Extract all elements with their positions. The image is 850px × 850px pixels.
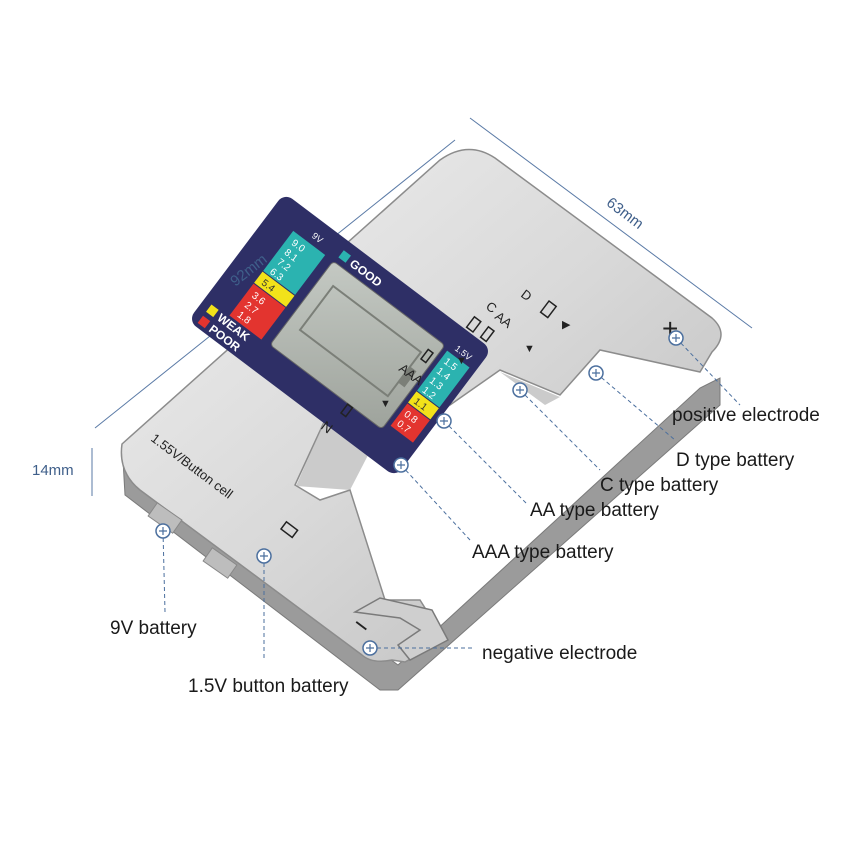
callout-aa-type: AA type battery (530, 500, 659, 521)
callout-c-type: C type battery (600, 475, 719, 496)
callout-d-type: D type battery (676, 450, 795, 471)
dimension-thickness-label: 14mm (32, 462, 74, 479)
callout-negative-electrode: negative electrode (482, 643, 638, 664)
callout-leaders (162, 337, 741, 660)
slot-n-icon (339, 403, 354, 418)
display-panel: GOOD WEAK POOR 9V 1.5V 9.0 8.1 7.2 6.3 5… (192, 196, 488, 474)
slot-c-icon (465, 315, 482, 334)
callout-positive-electrode: positive electrode (672, 405, 820, 426)
slot-aa-arrow: ▼ (456, 355, 467, 367)
slot-aa-icon (479, 325, 496, 343)
slot-c-arrow: ▼ (524, 343, 535, 355)
poor-swatch (197, 315, 211, 329)
callout-button: 1.5V button battery (188, 676, 349, 697)
good-swatch (338, 250, 351, 263)
callout-nine-v: 9V battery (110, 618, 197, 639)
slot-aaa-arrow: ▼ (380, 398, 391, 410)
callout-aaa-type: AAA type battery (472, 542, 614, 563)
slot-d-arrow: ▶ (562, 319, 571, 331)
weak-swatch (206, 304, 219, 318)
slot-aaa-icon (419, 348, 435, 364)
slot-d-icon (539, 299, 558, 319)
button-cell-icon (279, 520, 299, 539)
callout-marker-crosses (159, 334, 680, 652)
